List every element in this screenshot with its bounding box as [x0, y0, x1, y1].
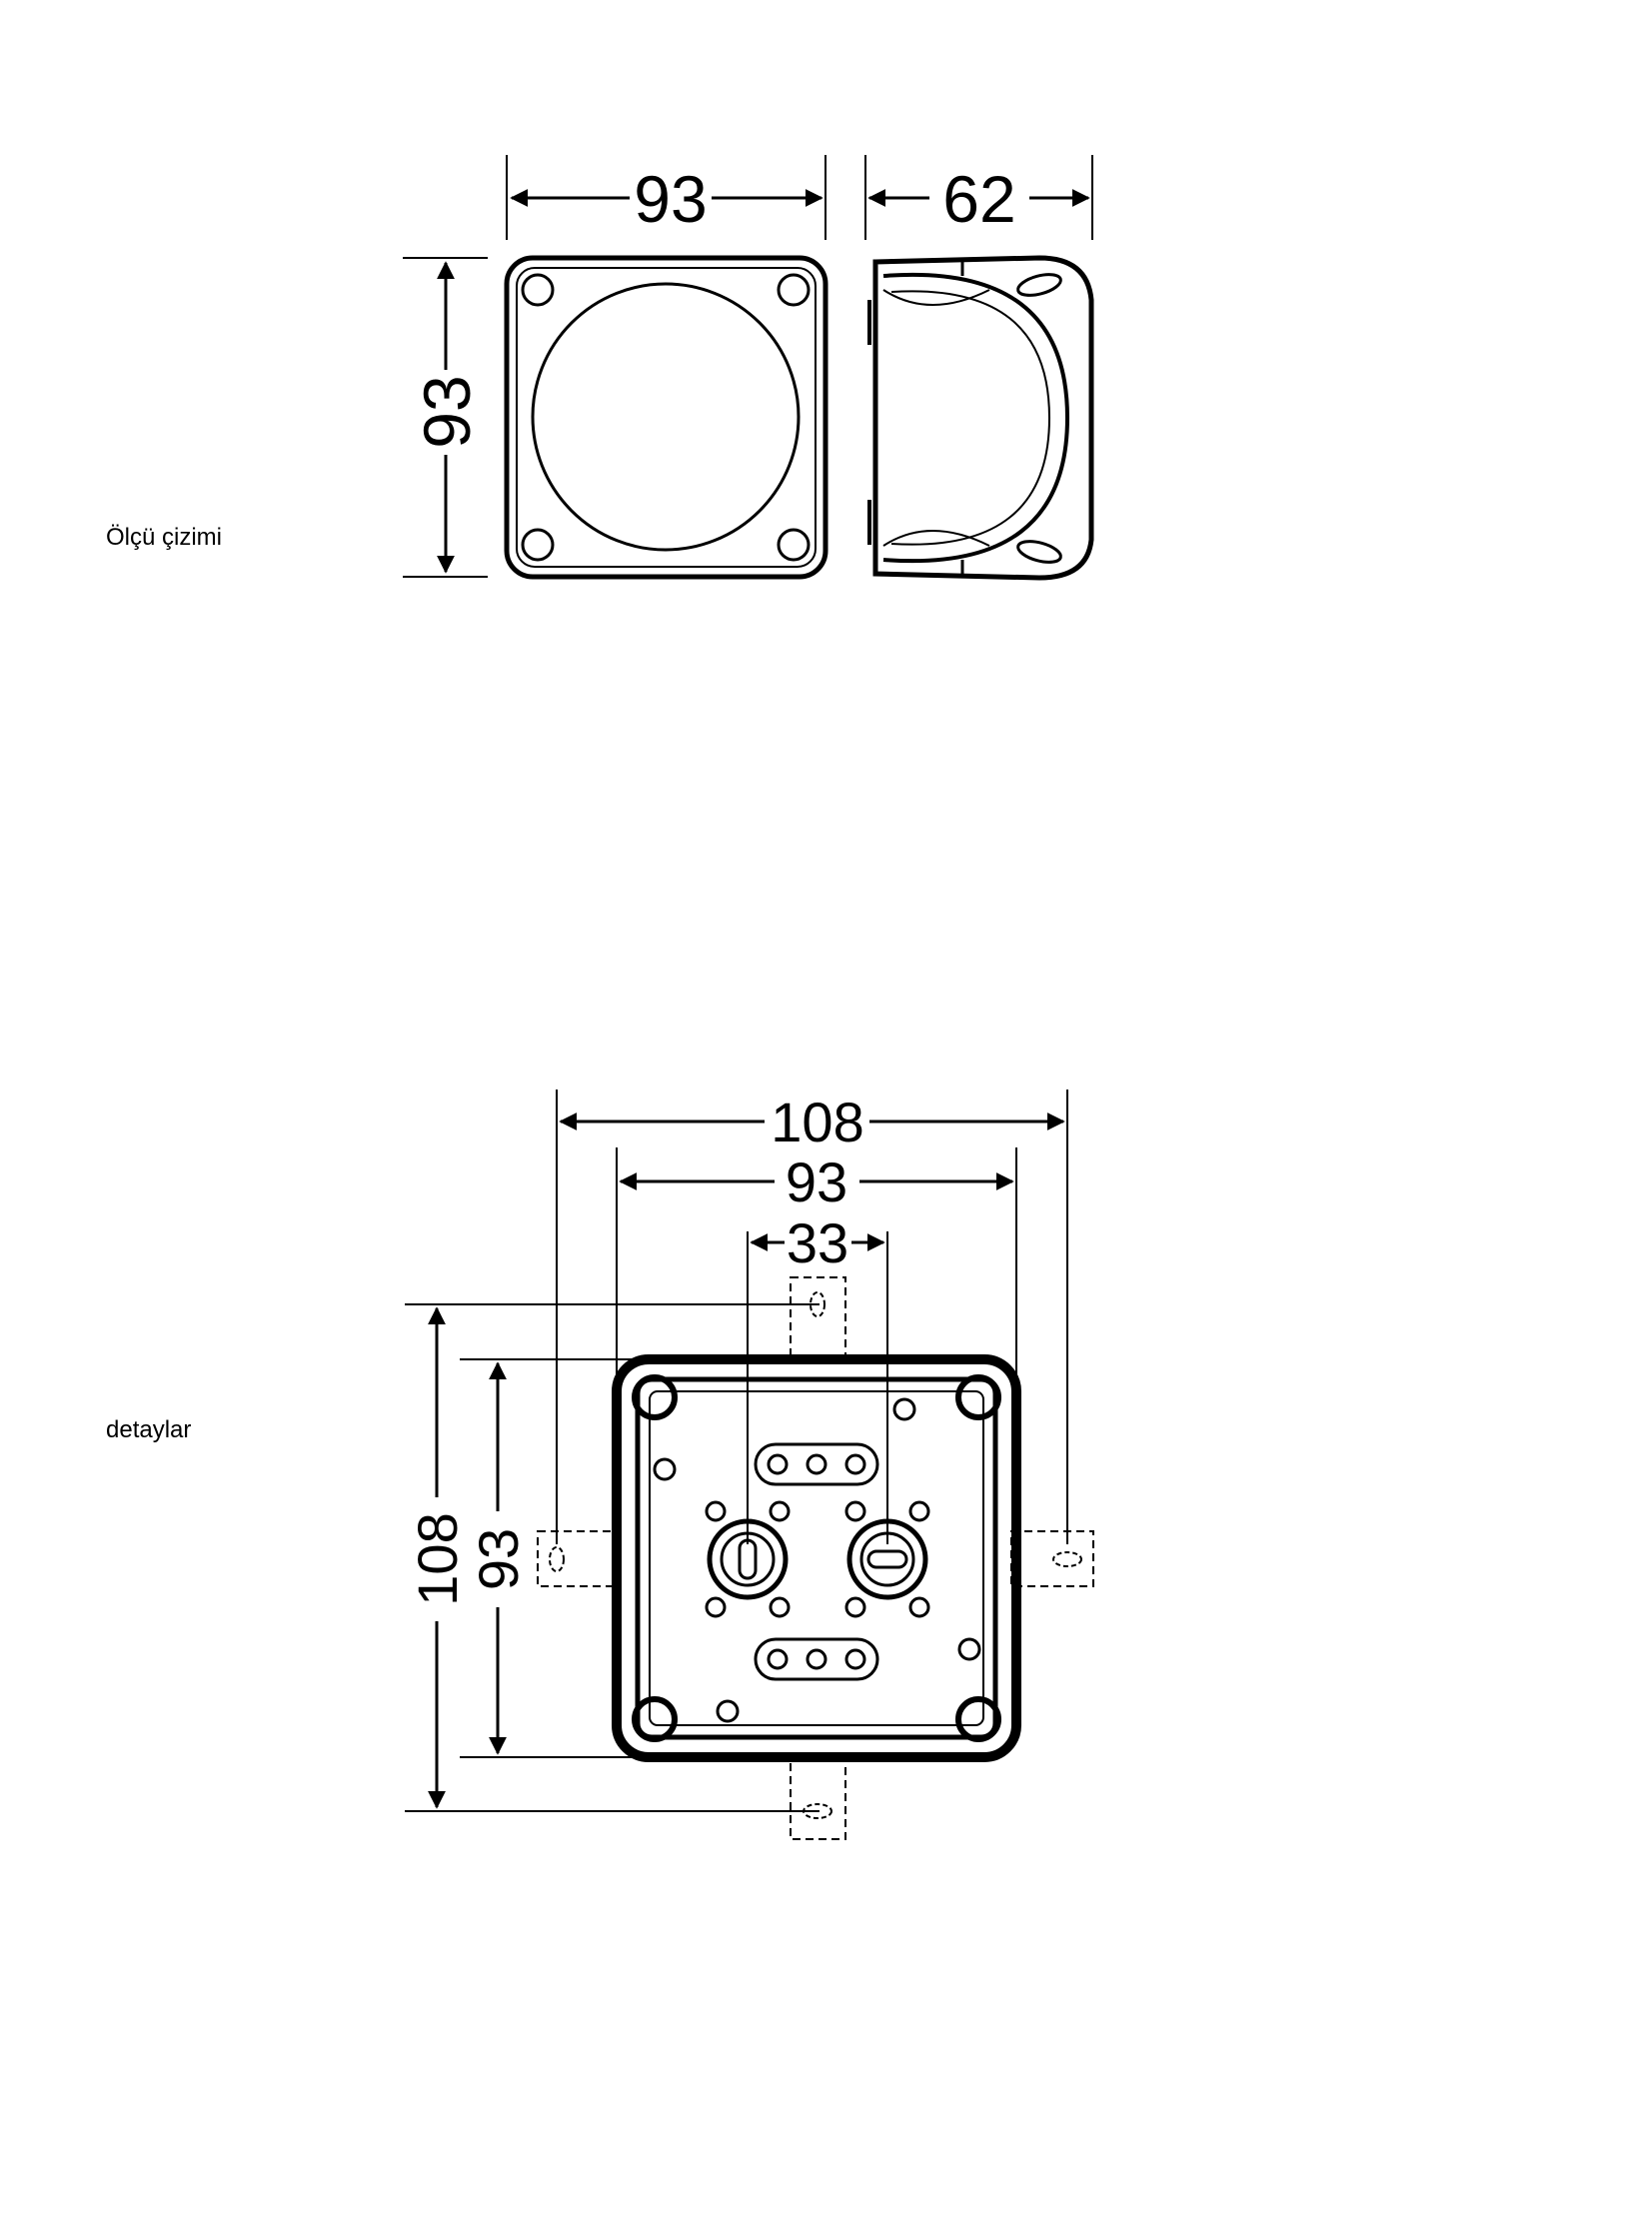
detail-outer-height-dimension: 108: [406, 1306, 469, 1809]
detail-outer-height-value: 108: [406, 1512, 469, 1605]
front-height-dimension: 93: [410, 261, 484, 574]
side-depth-value: 62: [942, 162, 1015, 236]
front-width-value: 93: [634, 162, 707, 236]
front-height-value: 93: [410, 375, 484, 448]
detail-inner-width-value: 93: [786, 1150, 847, 1213]
front-view: [403, 155, 828, 580]
details-label: detaylar: [106, 1416, 192, 1443]
side-depth-dimension: 62: [867, 162, 1090, 236]
side-view: [864, 155, 1094, 581]
detail-hole-spacing-dimension: 33: [750, 1211, 885, 1274]
front-width-dimension: 93: [510, 162, 824, 236]
dimension-drawing-label: Ölçü çizimi: [106, 524, 223, 551]
detail-view: [405, 1090, 1094, 1840]
detail-outer-width-value: 108: [771, 1091, 863, 1153]
detail-inner-height-dimension: 93: [467, 1361, 530, 1755]
detail-hole-spacing-value: 33: [787, 1211, 848, 1274]
detail-inner-width-dimension: 93: [619, 1150, 1014, 1213]
detail-outer-width-dimension: 108: [559, 1091, 1065, 1153]
detail-inner-height-value: 93: [467, 1528, 530, 1590]
